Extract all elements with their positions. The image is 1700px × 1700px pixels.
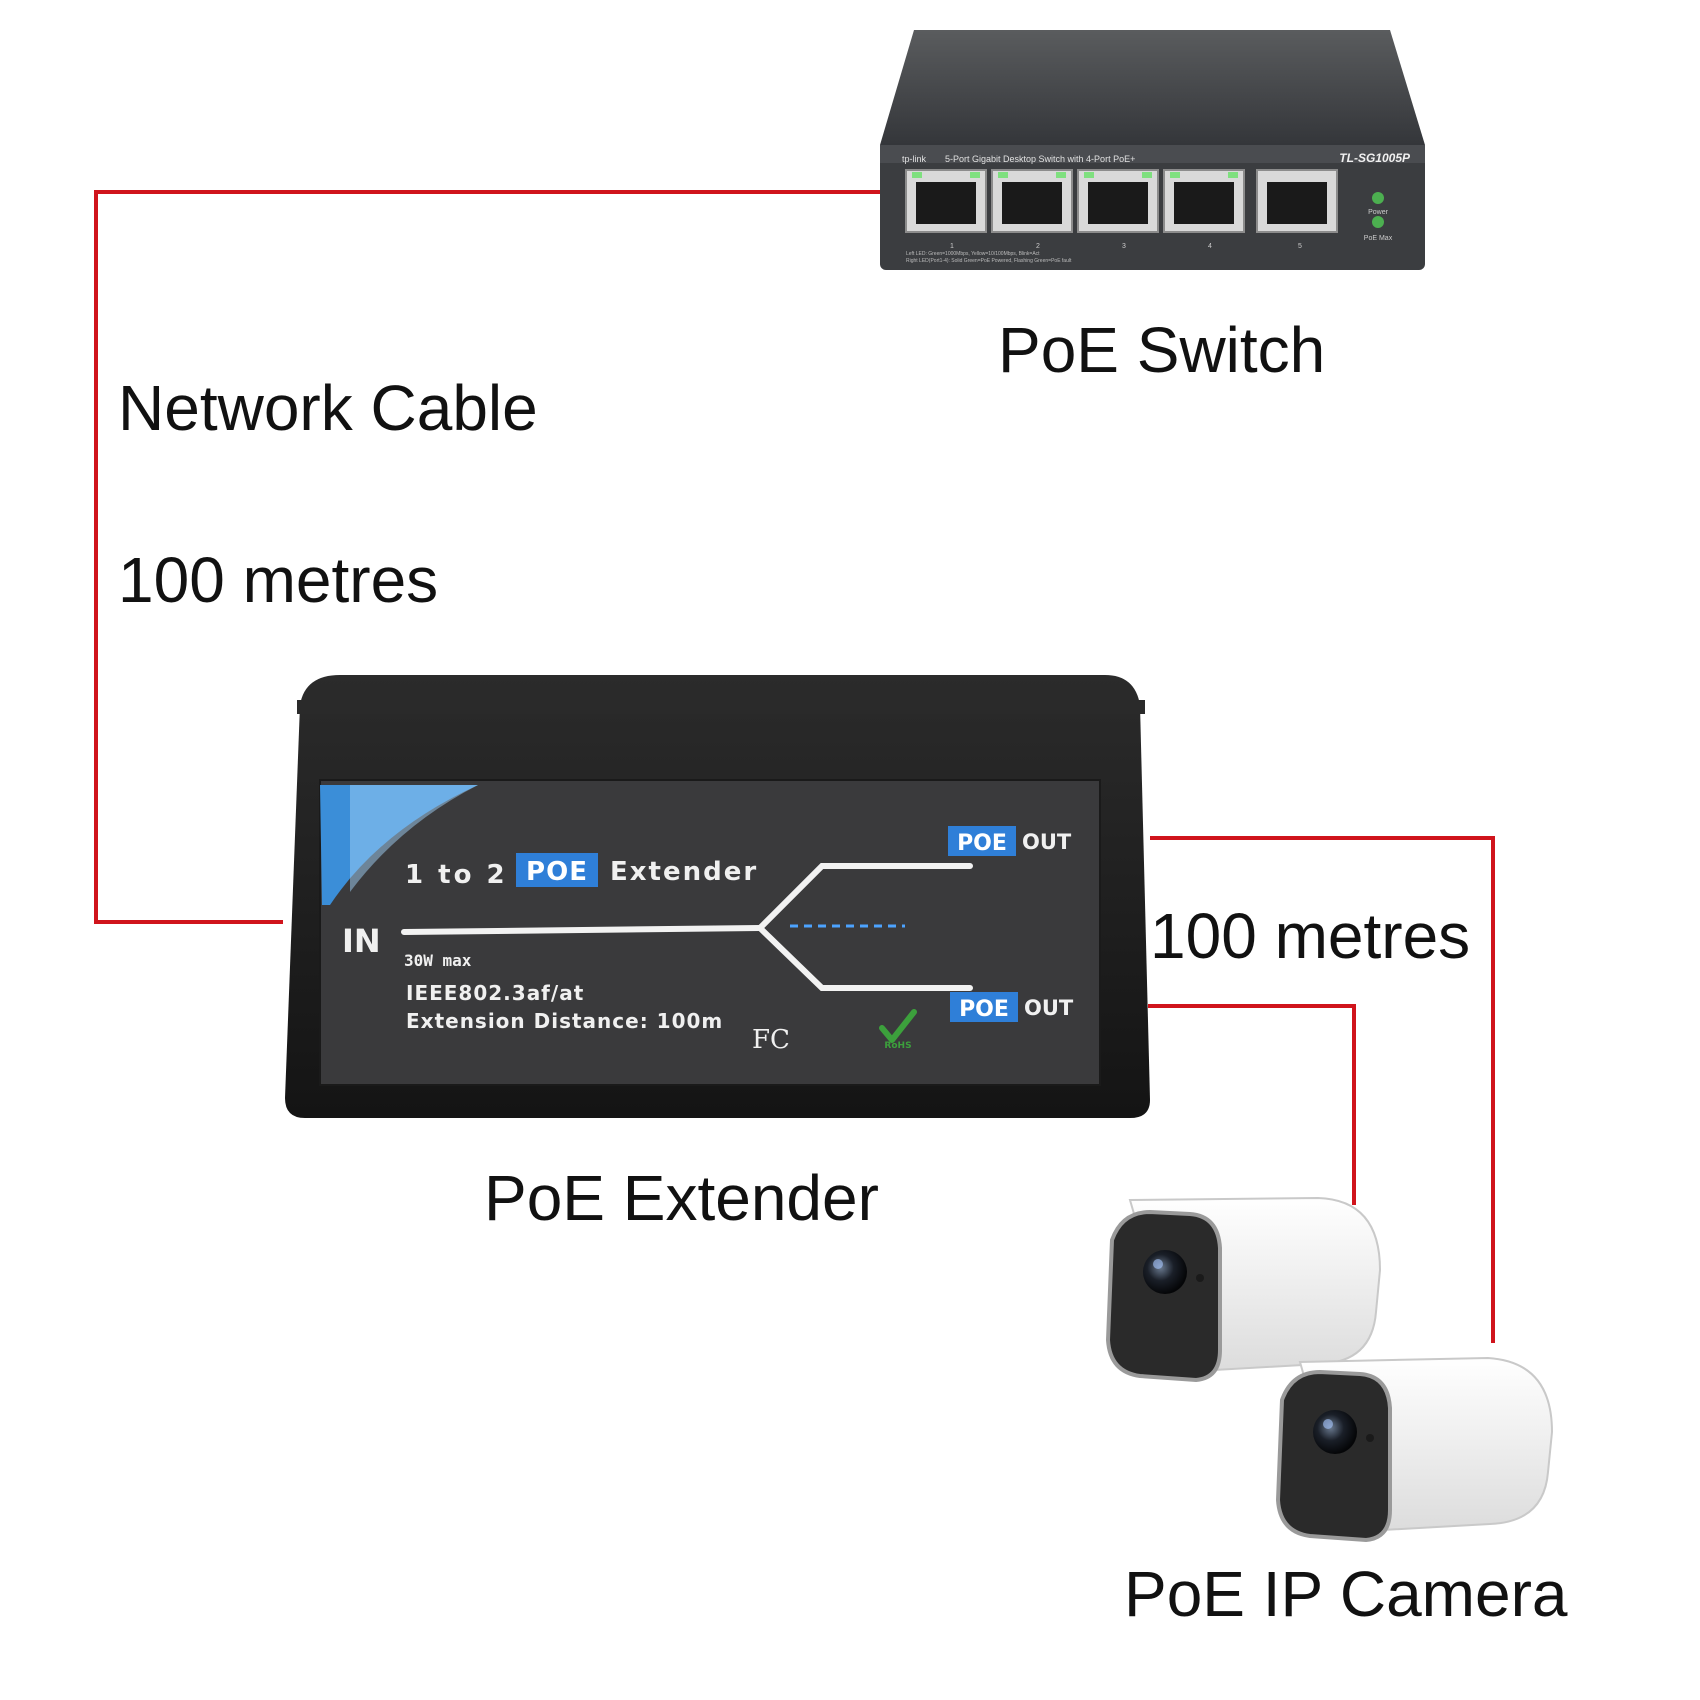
label-poe-ip-camera: PoE IP Camera bbox=[1124, 1558, 1568, 1630]
switch-power-label: Power bbox=[1368, 209, 1389, 216]
switch-port-number: 4 bbox=[1208, 243, 1212, 250]
label-poe-extender: PoE Extender bbox=[484, 1162, 879, 1234]
extender-standard: IEEE802.3af/at bbox=[406, 981, 584, 1005]
extender-out1-badge-bg bbox=[948, 826, 1016, 856]
extender-distance: Extension Distance: 100m bbox=[406, 1009, 723, 1033]
cable-extender-to-camera-2 bbox=[1150, 836, 1495, 1343]
rohs-mark: RoHS bbox=[884, 1041, 911, 1051]
poe-max-led-icon bbox=[1372, 216, 1384, 228]
poe-switch-device: tp-link 5-Port Gigabit Desktop Switch wi… bbox=[880, 30, 1425, 270]
camera-lens-icon bbox=[1143, 1250, 1187, 1294]
switch-led-legend: Left LED: Green=1000Mbps, Yellow=10/100M… bbox=[906, 251, 1040, 257]
extender-out2-badge-bg bbox=[950, 992, 1018, 1022]
extender-in-label: IN bbox=[342, 922, 381, 960]
switch-model: TL-SG1005P bbox=[1339, 151, 1411, 165]
extender-out2-badge: POE bbox=[959, 997, 1009, 1022]
camera-lens-icon bbox=[1313, 1410, 1357, 1454]
switch-port-number: 3 bbox=[1122, 243, 1126, 250]
label-network-cable: Network Cable bbox=[118, 372, 538, 444]
power-led-icon bbox=[1372, 192, 1384, 204]
label-poe-switch: PoE Switch bbox=[998, 314, 1326, 386]
switch-port-leds bbox=[912, 172, 1238, 178]
extender-title-badge: POE bbox=[526, 857, 588, 887]
switch-port-number: 1 bbox=[950, 243, 954, 250]
cable-switch-to-extender bbox=[94, 190, 935, 924]
extender-title-prefix: 1 to 2 bbox=[405, 860, 508, 890]
ip-camera-1 bbox=[1105, 1196, 1382, 1383]
label-distance-out: 100 metres bbox=[1150, 900, 1471, 972]
switch-port-number: 2 bbox=[1036, 243, 1040, 250]
switch-port-number: 5 bbox=[1298, 243, 1302, 250]
cable-extender-to-camera-1 bbox=[1148, 1004, 1356, 1205]
poe-extender-device: 1 to 2 POE Extender IN 30W max IEEE802.3… bbox=[285, 675, 1150, 1118]
extender-out2-label: OUT bbox=[1024, 996, 1074, 1020]
switch-poe-max-label: PoE Max bbox=[1364, 235, 1393, 242]
label-distance-in: 100 metres bbox=[118, 544, 439, 616]
fcc-mark: FC bbox=[752, 1025, 790, 1055]
switch-brand: tp-link bbox=[902, 154, 927, 164]
extender-out1-badge: POE bbox=[957, 831, 1007, 856]
rohs-check-icon bbox=[879, 1009, 917, 1043]
extender-title-suffix: Extender bbox=[610, 857, 758, 887]
switch-led-legend: Right LED(Port1-4): Solid Green=PoE Powe… bbox=[906, 258, 1072, 264]
extender-power: 30W max bbox=[404, 951, 472, 970]
extender-out1-label: OUT bbox=[1022, 830, 1072, 854]
ip-camera-2 bbox=[1275, 1356, 1554, 1543]
extender-title-badge-bg bbox=[516, 853, 598, 887]
switch-description: 5-Port Gigabit Desktop Switch with 4-Por… bbox=[945, 154, 1135, 164]
